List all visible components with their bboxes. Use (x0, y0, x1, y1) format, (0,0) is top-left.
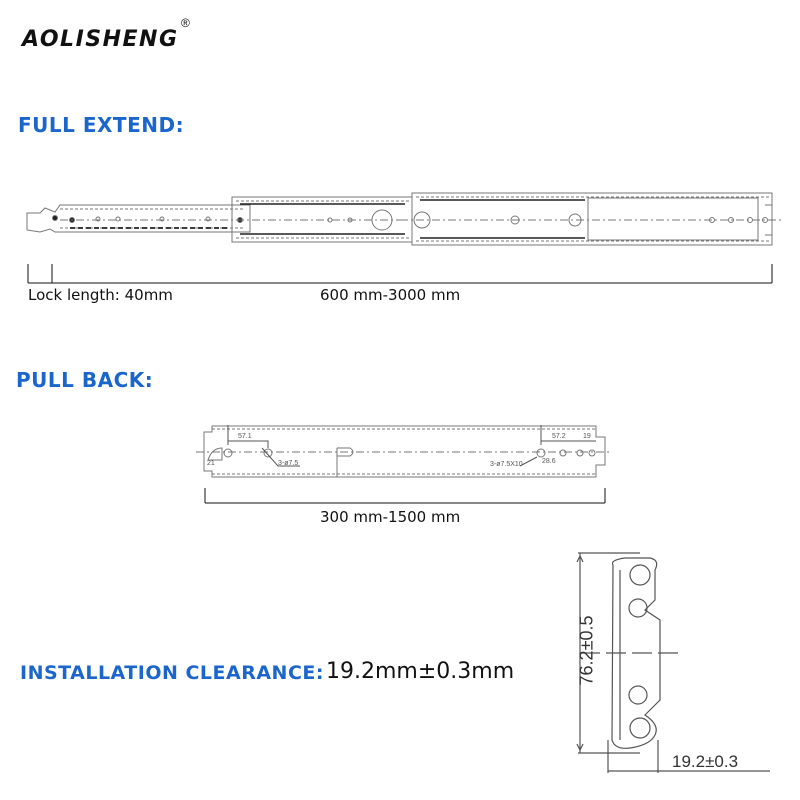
installation-title: INSTALLATION CLEARANCE: (20, 662, 324, 684)
pull-back-title: PULL BACK: (16, 368, 154, 392)
profile-width-label: 19.2±0.3 (672, 752, 739, 771)
full-extend-title: FULL EXTEND: (18, 113, 185, 137)
pull-back-slide-icon (196, 425, 610, 478)
dim-21: 21 (207, 460, 215, 467)
installation-value: 19.2mm±0.3mm (326, 659, 515, 684)
profile-height-label: 76.2±0.5 (576, 615, 597, 686)
dim-19: 19 (583, 433, 591, 440)
brand-logo: AOLISHENG (22, 27, 179, 52)
profile-section-icon (576, 552, 770, 773)
pull-back-length-label: 300 mm-1500 mm (320, 508, 461, 526)
full-extend-dimension-line (27, 264, 773, 284)
pull-back-dimension-line (204, 488, 606, 504)
dim-3-7-5x10: 3-ø7.5X10 (490, 461, 523, 468)
full-extend-slide-icon (26, 192, 782, 246)
registered-mark: ® (181, 16, 190, 30)
dim-28-6: 28.6 (542, 458, 556, 465)
dim-57-2: 57.2 (552, 433, 566, 440)
lock-length-label: Lock length: 40mm (28, 286, 173, 304)
full-extend-length-label: 600 mm-3000 mm (320, 286, 461, 304)
dim-57-1: 57.1 (238, 433, 252, 440)
dim-3-7-5: 3-ø7.5 (278, 460, 299, 467)
